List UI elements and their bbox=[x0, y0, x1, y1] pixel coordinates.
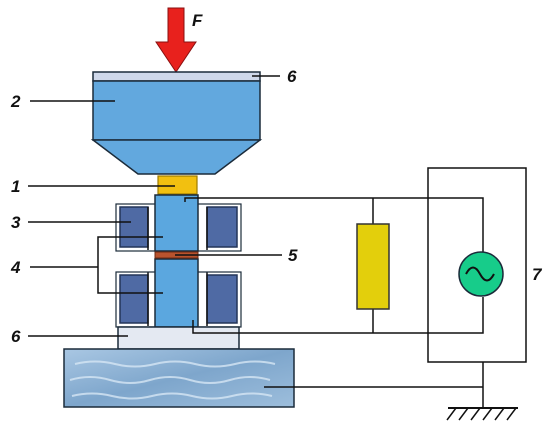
ground-icon bbox=[446, 407, 518, 421]
clamp-bottom-left bbox=[119, 274, 149, 324]
label-3: 3 bbox=[11, 213, 21, 232]
upper-punch-taper bbox=[90, 139, 263, 175]
bottom-plate bbox=[117, 326, 240, 350]
leader-4-bracket bbox=[97, 236, 163, 294]
label-6-bottom: 6 bbox=[11, 327, 21, 346]
label-7: 7 bbox=[532, 265, 543, 284]
top-wire bbox=[184, 197, 484, 255]
label-1: 1 bbox=[11, 177, 20, 196]
bottom-wire bbox=[192, 297, 484, 334]
top-plate bbox=[92, 71, 261, 82]
sine-wave-icon bbox=[458, 251, 504, 297]
table-texture bbox=[69, 360, 276, 400]
force-arrow-icon bbox=[155, 7, 197, 73]
clamp-top-right bbox=[206, 206, 238, 248]
spacer bbox=[157, 175, 198, 195]
power-supply-box bbox=[427, 167, 527, 363]
upper-punch-block bbox=[92, 80, 261, 141]
label-2: 2 bbox=[10, 92, 21, 111]
label-5: 5 bbox=[288, 246, 298, 265]
upper-electrode bbox=[154, 194, 199, 252]
resistor bbox=[356, 223, 390, 310]
label-6-top: 6 bbox=[287, 67, 297, 86]
force-label: F bbox=[192, 11, 203, 30]
clamp-top-left bbox=[119, 206, 149, 248]
clamp-bottom-right bbox=[206, 274, 238, 324]
label-4: 4 bbox=[10, 258, 21, 277]
